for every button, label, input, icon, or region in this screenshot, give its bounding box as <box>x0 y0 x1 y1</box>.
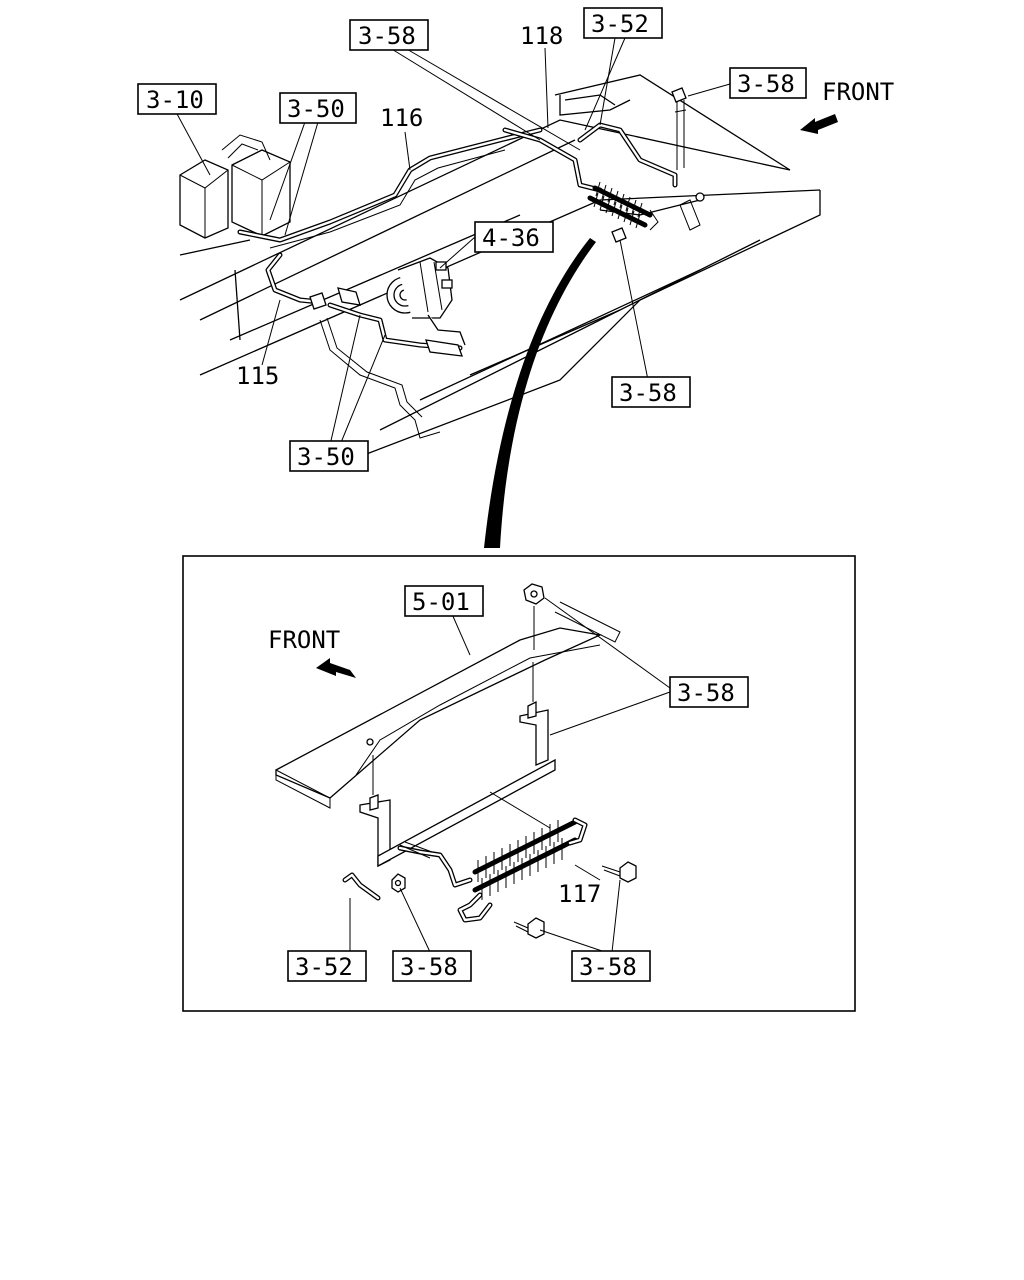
leader-lines-top <box>175 37 731 446</box>
callout-3-10: 3-10 <box>137 83 217 115</box>
svg-text:3-52: 3-52 <box>591 10 649 38</box>
svg-text:117: 117 <box>558 880 601 908</box>
callout-116: 116 <box>380 104 423 132</box>
front-arrow-top: FRONT <box>800 78 894 134</box>
callout-3-58-inset-bl: 3-58 <box>392 950 472 982</box>
callout-4-36: 4-36 <box>474 221 554 253</box>
left-component-block <box>179 134 291 239</box>
inset-connector <box>484 238 596 548</box>
chassis-frame <box>179 74 821 469</box>
svg-text:4-36: 4-36 <box>482 224 540 252</box>
bolt-top <box>671 87 687 170</box>
cooler-coil-top <box>587 181 659 243</box>
pipe-3-50 <box>319 287 463 439</box>
callout-3-58-top: 3-58 <box>349 19 429 51</box>
callout-117: 117 <box>558 880 601 908</box>
inset-frame <box>182 555 856 1012</box>
callout-3-52-top: 3-52 <box>583 7 663 39</box>
front-label-top: FRONT <box>822 78 894 106</box>
bracket-right <box>679 192 705 231</box>
svg-text:3-58: 3-58 <box>619 379 677 407</box>
svg-text:3-10: 3-10 <box>146 86 204 114</box>
callout-3-58-mid: 3-58 <box>611 376 691 408</box>
svg-text:3-58: 3-58 <box>400 953 458 981</box>
svg-text:3-52: 3-52 <box>295 953 353 981</box>
callout-3-58-inset-br: 3-58 <box>571 950 651 982</box>
svg-text:3-58: 3-58 <box>737 70 795 98</box>
hose-3-52-inset <box>342 872 381 901</box>
support-bracket <box>359 662 556 868</box>
callout-3-58-right: 3-58 <box>729 67 807 99</box>
callout-3-58-inset: 3-58 <box>669 676 749 708</box>
pump-4-36 <box>386 257 466 346</box>
svg-text:3-58: 3-58 <box>358 22 416 50</box>
callout-3-50-top: 3-50 <box>279 92 357 124</box>
callout-3-50-bottom: 3-50 <box>289 440 369 472</box>
pipe-116 <box>237 127 543 249</box>
callout-115: 115 <box>236 362 279 390</box>
bolt-inset-left <box>391 873 406 893</box>
svg-text:5-01: 5-01 <box>412 588 470 616</box>
front-label-inset: FRONT <box>268 626 340 654</box>
svg-text:3-50: 3-50 <box>297 443 355 471</box>
svg-text:3-50: 3-50 <box>287 95 345 123</box>
bolt-inset-right-1 <box>601 861 637 883</box>
leader-lines-inset <box>349 597 671 953</box>
svg-text:115: 115 <box>236 362 279 390</box>
front-arrow-inset: FRONT <box>268 626 356 678</box>
callout-3-52-inset: 3-52 <box>287 950 367 982</box>
callout-5-01: 5-01 <box>404 585 484 617</box>
svg-text:118: 118 <box>520 22 563 50</box>
callout-118: 118 <box>520 22 563 50</box>
svg-text:116: 116 <box>380 104 423 132</box>
svg-text:3-58: 3-58 <box>677 679 735 707</box>
bolt-inset-right-2 <box>513 917 545 939</box>
nut-top-inset <box>523 583 545 650</box>
oil-cooler-117 <box>397 817 588 923</box>
pipe-115 <box>265 252 327 310</box>
svg-text:3-58: 3-58 <box>579 953 637 981</box>
pipe-118 <box>502 122 678 193</box>
